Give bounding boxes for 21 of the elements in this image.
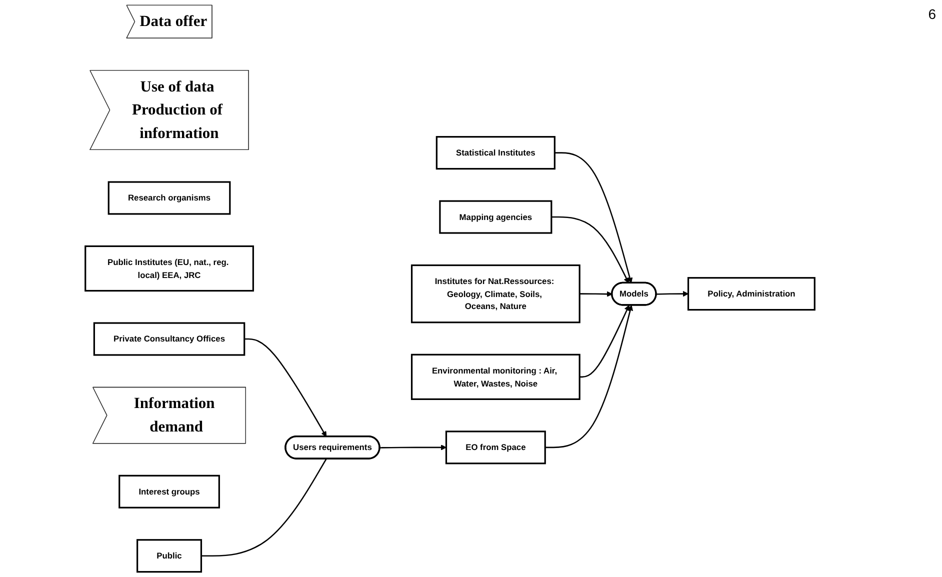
- arrow: [580, 291, 612, 297]
- connector: [201, 458, 327, 556]
- arrow: [580, 305, 630, 378]
- node-box: Interest groups: [118, 474, 220, 508]
- node-box: Environmental monitoring : Air, Water, Wastes, Noise: [410, 354, 580, 400]
- arrow: [551, 216, 629, 284]
- node-box: Mapping agencies: [439, 200, 552, 234]
- arrow: [545, 305, 633, 448]
- arrow: [554, 152, 633, 284]
- node-box: Statistical Institutes: [436, 136, 556, 170]
- arrow: [244, 338, 327, 437]
- node-box: Public: [136, 539, 202, 573]
- node-box: Research organisms: [108, 181, 231, 215]
- node-box: Public Institutes (EU, nat., reg. local) EEA, JRC: [84, 245, 254, 292]
- node-box: EO from Space: [445, 430, 546, 464]
- page-number: 6: [928, 6, 936, 22]
- arrow: [656, 290, 689, 297]
- node-box: Policy, Administration: [687, 277, 816, 311]
- node-box: Private Consultancy Offices: [93, 322, 246, 356]
- arrow: [380, 444, 446, 450]
- node-box: Institutes for Nat.Ressources: Geology, Climate, Soils, Oceans, Nature: [410, 264, 580, 324]
